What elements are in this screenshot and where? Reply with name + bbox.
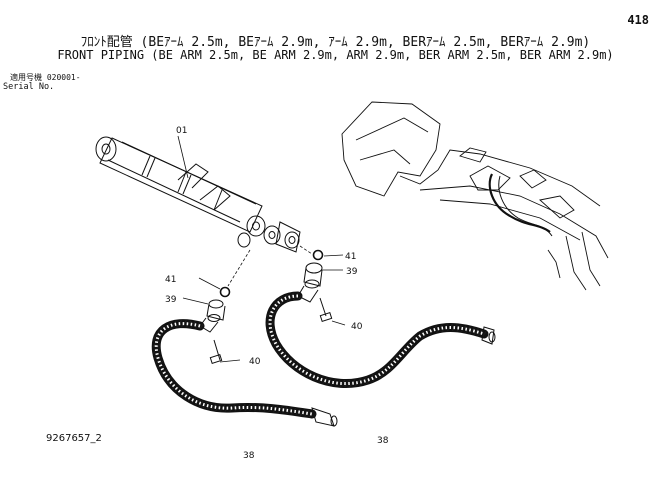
callout-38-right: 38 bbox=[377, 436, 389, 446]
callout-38-left: 38 bbox=[243, 451, 255, 461]
drawing-number: 9267657_2 bbox=[46, 433, 102, 444]
o-ring-right bbox=[312, 249, 324, 261]
right-hose-assembly bbox=[265, 245, 496, 389]
title-japanese: ﾌﾛﾝﾄ配管 (BEｱｰﾑ 2.5m, BEｱｰﾑ 2.9m, ｱｰﾑ 2.9m… bbox=[80, 35, 591, 50]
callout-40-left: 40 bbox=[249, 357, 261, 367]
hydraulic-cylinder bbox=[95, 135, 301, 253]
page-number: 418 bbox=[627, 13, 649, 27]
callout-39-left: 39 bbox=[165, 295, 177, 305]
serial-label-japanese: 適用号機 020001- bbox=[10, 73, 81, 82]
callout-01: 01 bbox=[176, 126, 187, 136]
left-hose-assembly bbox=[151, 249, 338, 427]
callout-41-left: 41 bbox=[165, 275, 176, 285]
serial-label-english: Serial No. bbox=[3, 82, 55, 92]
callout-39-right: 39 bbox=[346, 267, 358, 277]
arm-inset-illustration bbox=[341, 101, 609, 291]
callout-40-right: 40 bbox=[351, 322, 363, 332]
o-ring-left bbox=[219, 286, 231, 298]
title-english: FRONT PIPING (BE ARM 2.5m, BE ARM 2.9m, … bbox=[57, 48, 614, 62]
callout-41-right: 41 bbox=[345, 252, 356, 262]
